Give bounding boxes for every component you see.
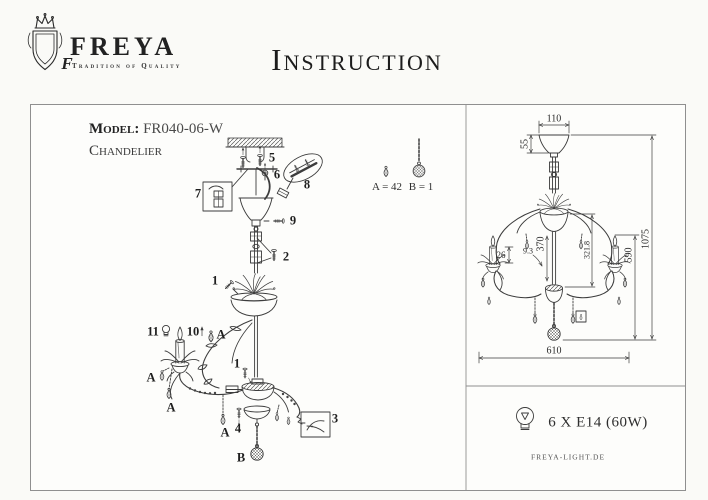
part-label-10: 10: [186, 324, 200, 339]
marker-b: B: [236, 450, 246, 465]
brand-logo-art: [27, 13, 63, 71]
marker-a: A: [220, 425, 230, 440]
bowl-screw: [223, 279, 239, 295]
part-label-5: 5: [268, 150, 276, 165]
assembly-diagram: [159, 137, 426, 461]
upper-bowl: [230, 292, 278, 317]
hub-screw: [242, 367, 253, 385]
model-label: Model:: [89, 121, 140, 137]
dimension-lines: [478, 120, 657, 364]
dim-canopy-width: 110: [546, 113, 562, 125]
canopy-screw: [263, 218, 285, 224]
hub: [225, 378, 275, 401]
marker-a: A: [216, 327, 226, 342]
part-label-4: 4: [234, 421, 242, 436]
part-label-7: 7: [194, 186, 202, 201]
bulb-spec: 6 X E14 (60W): [548, 414, 648, 431]
bottom-dish: [243, 405, 271, 427]
diagram-art: [159, 105, 685, 490]
dimension-drawing: [478, 120, 657, 364]
ceiling-plate: [225, 137, 285, 163]
decorative-branch: [197, 319, 253, 389]
wire-connector-detail: [202, 168, 249, 212]
hanging-rod: [250, 225, 262, 274]
crystal-a-icon: [208, 330, 214, 343]
mounting-bracket: [236, 165, 278, 196]
brand-logo: F FREYA Tradition of Quality: [22, 12, 202, 87]
crown-icon: [34, 13, 56, 29]
brand-monogram: F: [61, 54, 73, 73]
shield-icon: [27, 30, 63, 71]
dim-body-height: 321.8: [582, 241, 592, 259]
crystal-ball-b: [250, 444, 264, 461]
part-label-3: 3: [331, 411, 339, 426]
bulb-icon: [516, 407, 534, 430]
model-block: Model: FR040-06-W Chandelier: [89, 119, 223, 163]
page-title: Instruction: [271, 42, 443, 77]
dim-canopy-height: 55: [519, 139, 531, 149]
pliers-detail: [300, 411, 331, 438]
mounting-screws: [239, 145, 264, 169]
model-value: FR040-06-W: [143, 121, 224, 137]
dim-total-width: 610: [546, 345, 562, 357]
crystal-count-icons: [383, 138, 426, 178]
part-label-11: 11: [147, 324, 159, 339]
dim-candle-height: 26: [496, 250, 506, 260]
part-label-1: 1: [211, 273, 219, 288]
part-label-1: 1: [233, 356, 241, 371]
marker-a: A: [146, 370, 156, 385]
hanging-hook: [256, 167, 271, 200]
candle-arm: [161, 327, 244, 400]
crystal-count-b: B = 1: [408, 181, 434, 193]
website-note: FREYA-LIGHT.DE: [530, 452, 606, 462]
dim-lower-height: 590: [623, 247, 635, 263]
dim-detail: 9.3: [523, 246, 533, 256]
rod-screw: [256, 237, 278, 264]
marker-a: A: [166, 400, 176, 415]
part-label-2: 2: [282, 249, 290, 264]
hanging-crystals: [159, 367, 226, 425]
leaf-crown: [232, 273, 276, 301]
model-type: Chandelier: [89, 142, 162, 159]
bulb-icon-small: [161, 324, 171, 337]
brand-name: FREYA: [70, 32, 178, 61]
canopy: [238, 197, 274, 227]
dim-stem-length: 370: [535, 236, 547, 252]
part-label-6: 6: [273, 167, 281, 182]
part-label-8: 8: [303, 177, 311, 192]
dim-total-height: 1075: [640, 229, 652, 249]
part-label-9: 9: [289, 213, 297, 228]
brand-tagline: Tradition of Quality: [72, 62, 182, 70]
canopy-front: [538, 134, 570, 154]
mounting-bar-detail: [276, 153, 323, 199]
right-arms: [273, 387, 303, 425]
crystal-count-a: A = 42: [371, 181, 403, 193]
arrow-up-icon: [200, 325, 204, 337]
instruction-panel: Model: FR040-06-W Chandelier 5 6 7 8 9 2…: [30, 104, 686, 491]
